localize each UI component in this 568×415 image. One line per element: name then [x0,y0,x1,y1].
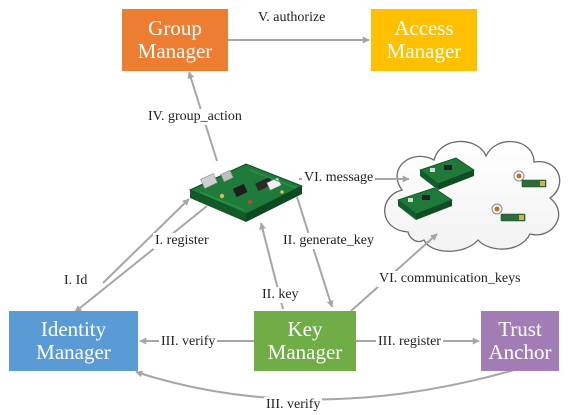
label-verify-identity: III. verify [159,334,218,350]
key-manager-node: Key Manager [254,311,356,371]
label-authorize: V. authorize [256,10,328,26]
arrow-generate-key [296,196,334,308]
arrow-verify-trust [135,369,515,401]
access-manager-node: Access Manager [371,9,477,71]
trust-anchor-node: Trust Anchor [481,311,559,371]
label-id: I. Id [62,273,90,289]
cloud-board-icon [397,187,453,220]
label-key: II. key [260,287,301,303]
cloud-board-icon [419,157,475,190]
label-message: VI. message [302,170,376,186]
cloud-icon [384,140,561,252]
label-generate-key: II. generate_key [281,233,376,249]
sensor-node-icon [513,170,547,188]
group-manager-node: Group Manager [122,9,228,71]
label-verify-trust: III. verify [264,397,323,413]
label-register-trust: III. register [376,334,443,350]
sensor-node-icon [491,203,526,222]
label-group-action: IV. group_action [146,109,244,125]
arrow-register-device [102,198,190,284]
label-register-device: I. register [153,233,211,249]
label-communication-keys: VI. communication_keys [377,271,523,287]
identity-manager-node: Identity Manager [9,311,138,371]
arrow-id [74,205,208,313]
iot-board-icon [188,163,304,222]
